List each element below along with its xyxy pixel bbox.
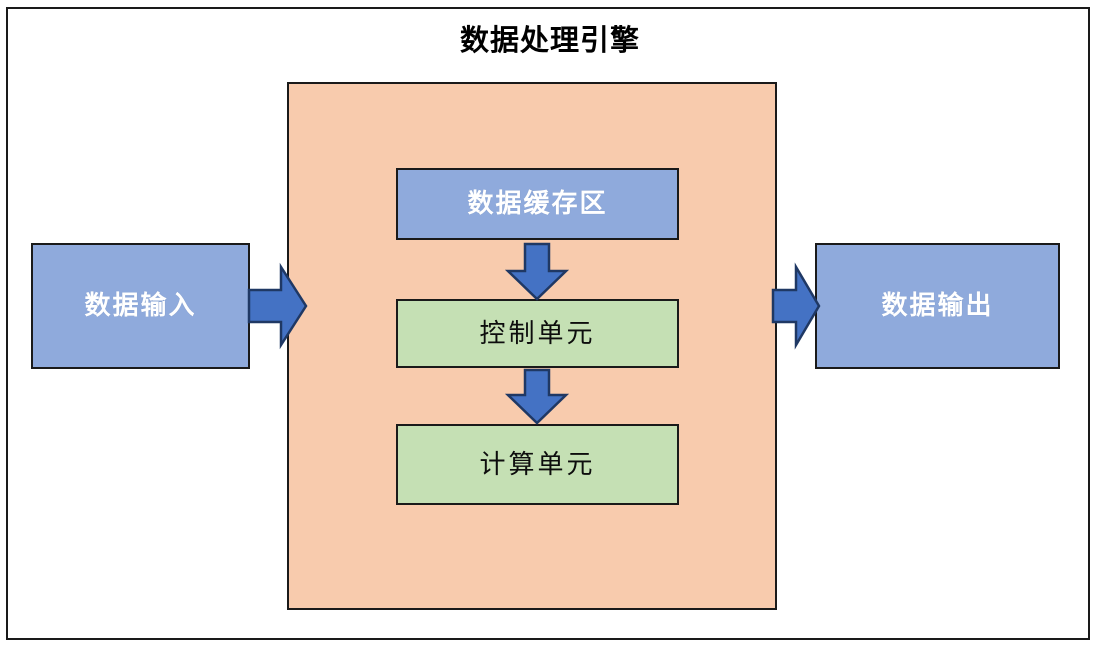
node-data-input-label: 数据输入 — [84, 290, 197, 321]
node-data-cache[interactable]: 数据缓存区 — [396, 168, 679, 240]
node-control-unit[interactable]: 控制单元 — [396, 299, 679, 368]
arrow-down-icon-control-to-compute — [504, 368, 570, 425]
node-data-output-label: 数据输出 — [881, 290, 994, 321]
arrow-right-icon-input-to-engine — [247, 262, 308, 350]
node-data-cache-label: 数据缓存区 — [467, 188, 608, 219]
node-data-input[interactable]: 数据输入 — [31, 243, 250, 369]
node-compute-unit-label: 计算单元 — [479, 448, 596, 479]
arrow-right-icon-engine-to-output — [771, 262, 821, 350]
node-data-output[interactable]: 数据输出 — [815, 243, 1060, 369]
node-compute-unit[interactable]: 计算单元 — [396, 424, 679, 505]
arrow-down-icon-cache-to-control — [504, 242, 570, 301]
node-control-unit-label: 控制单元 — [479, 317, 596, 348]
page-title: 数据处理引擎 — [459, 25, 640, 57]
